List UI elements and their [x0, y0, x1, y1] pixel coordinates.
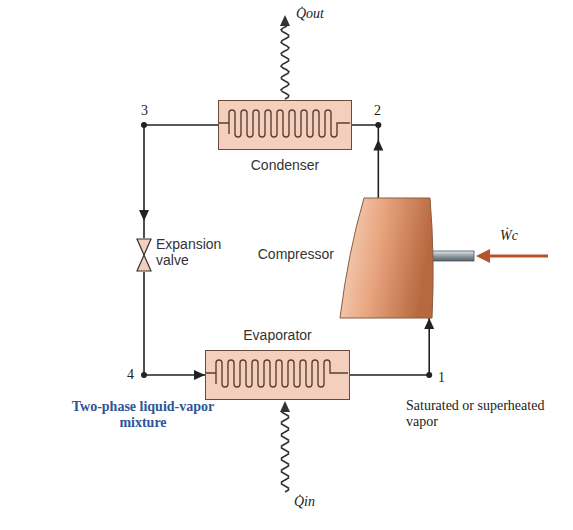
refrigerant-line: [350, 318, 434, 378]
state-description: Two-phase liquid-vapor mixture: [58, 399, 228, 431]
component-label: Expansion valve: [156, 236, 221, 268]
compressor-shape: Compressor: [338, 198, 434, 318]
coil-tubing: [219, 101, 350, 148]
state-point-dot: [141, 122, 147, 128]
condenser-box: Condenser: [218, 100, 352, 150]
work-rate-label: Ẇc: [500, 228, 518, 244]
state-point-dot: [141, 372, 147, 378]
component-label: Compressor: [258, 246, 334, 262]
component-label: Condenser: [251, 157, 320, 173]
pipe: [352, 125, 378, 198]
heat-rate-label: Q̇in: [294, 494, 315, 510]
refrigerant-line: [139, 122, 218, 238]
coil-path: [219, 110, 350, 137]
compressor-body: [338, 198, 434, 318]
state-point-dot: [426, 372, 432, 378]
refrigerant-line: [141, 272, 205, 380]
expansion-valve-symbol: Expansion valve: [136, 238, 152, 272]
arrow-head: [424, 318, 434, 329]
pipe: [350, 318, 429, 375]
valve-triangle: [137, 239, 151, 255]
work-arrow-head: [476, 249, 490, 263]
arrow-head: [373, 140, 383, 151]
state-description: Saturated or superheated vapor: [406, 398, 546, 430]
pipe: [144, 272, 205, 375]
heat-wave: [281, 26, 289, 99]
state-point-number: 2: [374, 103, 381, 119]
compressor-cone: [340, 198, 433, 318]
heat-wave: [282, 412, 289, 492]
valve-triangle: [137, 255, 151, 271]
refrigerant-line: [352, 122, 383, 198]
arrow-head: [139, 210, 149, 221]
pipe: [144, 125, 218, 238]
arrow-head: [194, 370, 205, 380]
heat-arrow-head: [280, 401, 290, 412]
state-point-number: 1: [438, 370, 445, 386]
state-point-dot: [375, 122, 381, 128]
heat-arrow-head: [280, 15, 290, 26]
evaporator-box: Evaporator: [205, 350, 350, 400]
valve-bowtie: [136, 238, 152, 272]
component-label: Evaporator: [243, 327, 311, 343]
compressor-shaft: [428, 251, 474, 261]
state-point-number: 4: [127, 367, 134, 383]
heat-rate-label: Q̇out: [296, 6, 324, 22]
coil-path: [206, 360, 348, 387]
coil-tubing: [206, 351, 348, 398]
state-point-number: 3: [141, 103, 148, 119]
work-arrow-line: [486, 255, 548, 258]
